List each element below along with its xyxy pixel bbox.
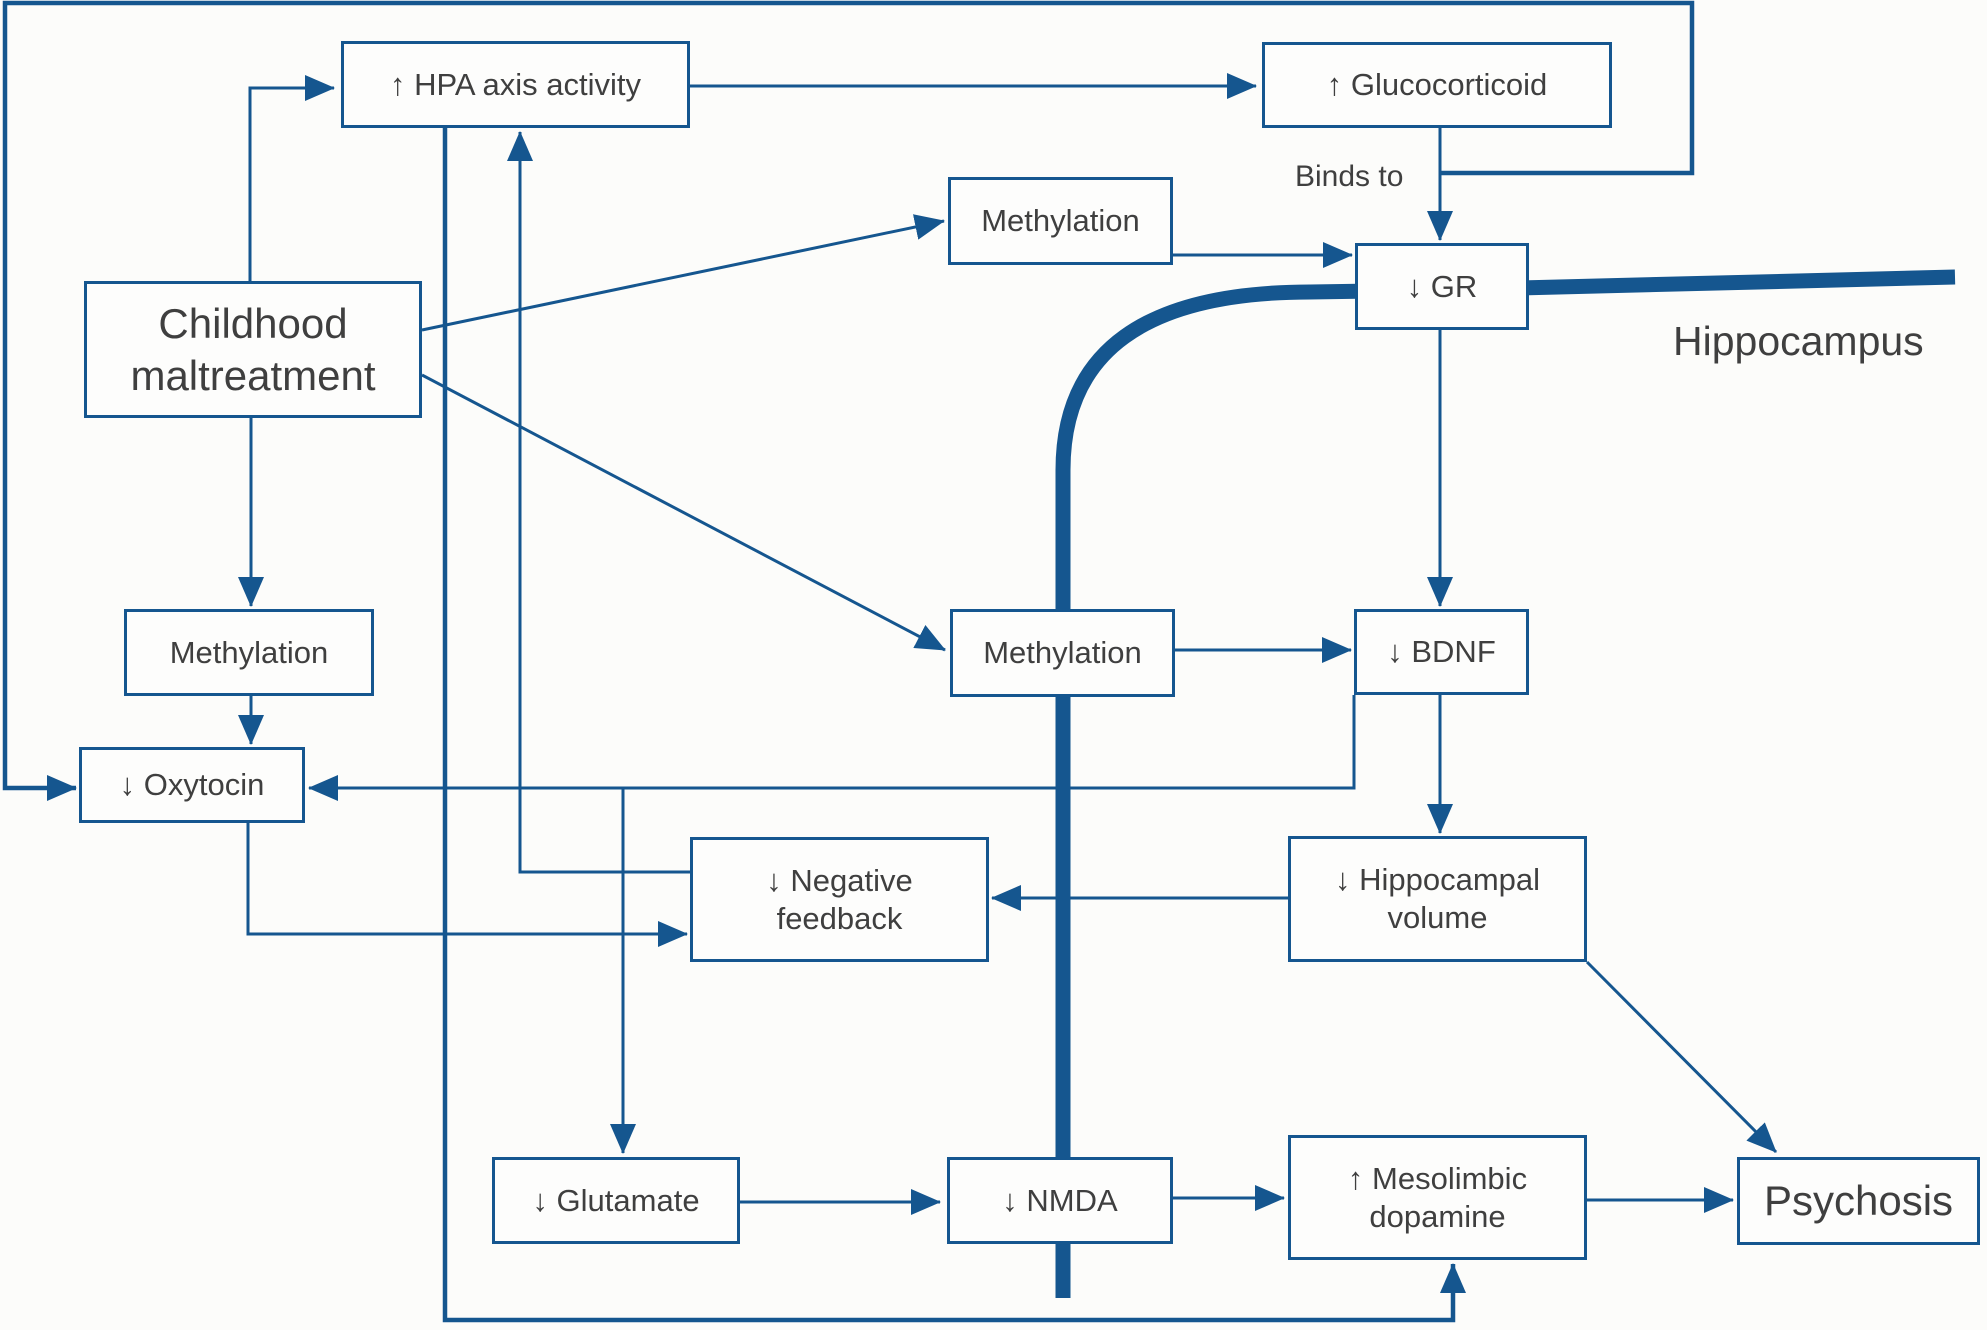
edge-childhood-to-methylation-top [421,214,945,332]
edge-glucocorticoid-to-oxytocin-outer-loop [2,0,1695,801]
node-glutamate: ↓ Glutamate [492,1157,740,1244]
edge-bdnf-to-oxytocin [308,695,1356,801]
node-methylation-left: Methylation [124,609,374,696]
node-methylation-mid: Methylation [950,609,1175,697]
node-negative-feedback: ↓ Negative feedback [690,837,989,962]
node-oxytocin: ↓ Oxytocin [79,747,305,823]
node-childhood-maltreatment: Childhood maltreatment [84,281,422,418]
node-methylation-top: Methylation [948,177,1173,265]
edge-neg-feedback-to-hpa [507,131,690,874]
node-glucocorticoid: ↑ Glucocorticoid [1262,42,1612,128]
hippocampus-boundary-line [1055,269,1956,1298]
edge-oxytocin-to-neg-feedback [246,823,688,947]
node-psychosis: Psychosis [1737,1157,1980,1245]
label-binds-to: Binds to [1295,160,1404,193]
node-bdnf: ↓ BDNF [1354,609,1529,695]
node-mesolimbic-dopamine: ↑ Mesolimbic dopamine [1288,1135,1587,1260]
node-nmda: ↓ NMDA [947,1157,1173,1244]
node-hippocampal-volume: ↓ Hippocampal volume [1288,836,1587,962]
edge-hpa-to-mesolimbic-bottom-loop [442,128,1466,1323]
edge-childhood-to-methylation-mid [421,373,946,652]
edge-childhood-to-hpa [248,75,335,281]
node-gr: ↓ GR [1355,243,1529,330]
node-hpa-axis-activity: ↑ HPA axis activity [341,41,690,128]
label-hippocampus: Hippocampus [1673,318,1924,364]
edge-hippocampal-volume-to-psychosis [1585,960,1778,1154]
